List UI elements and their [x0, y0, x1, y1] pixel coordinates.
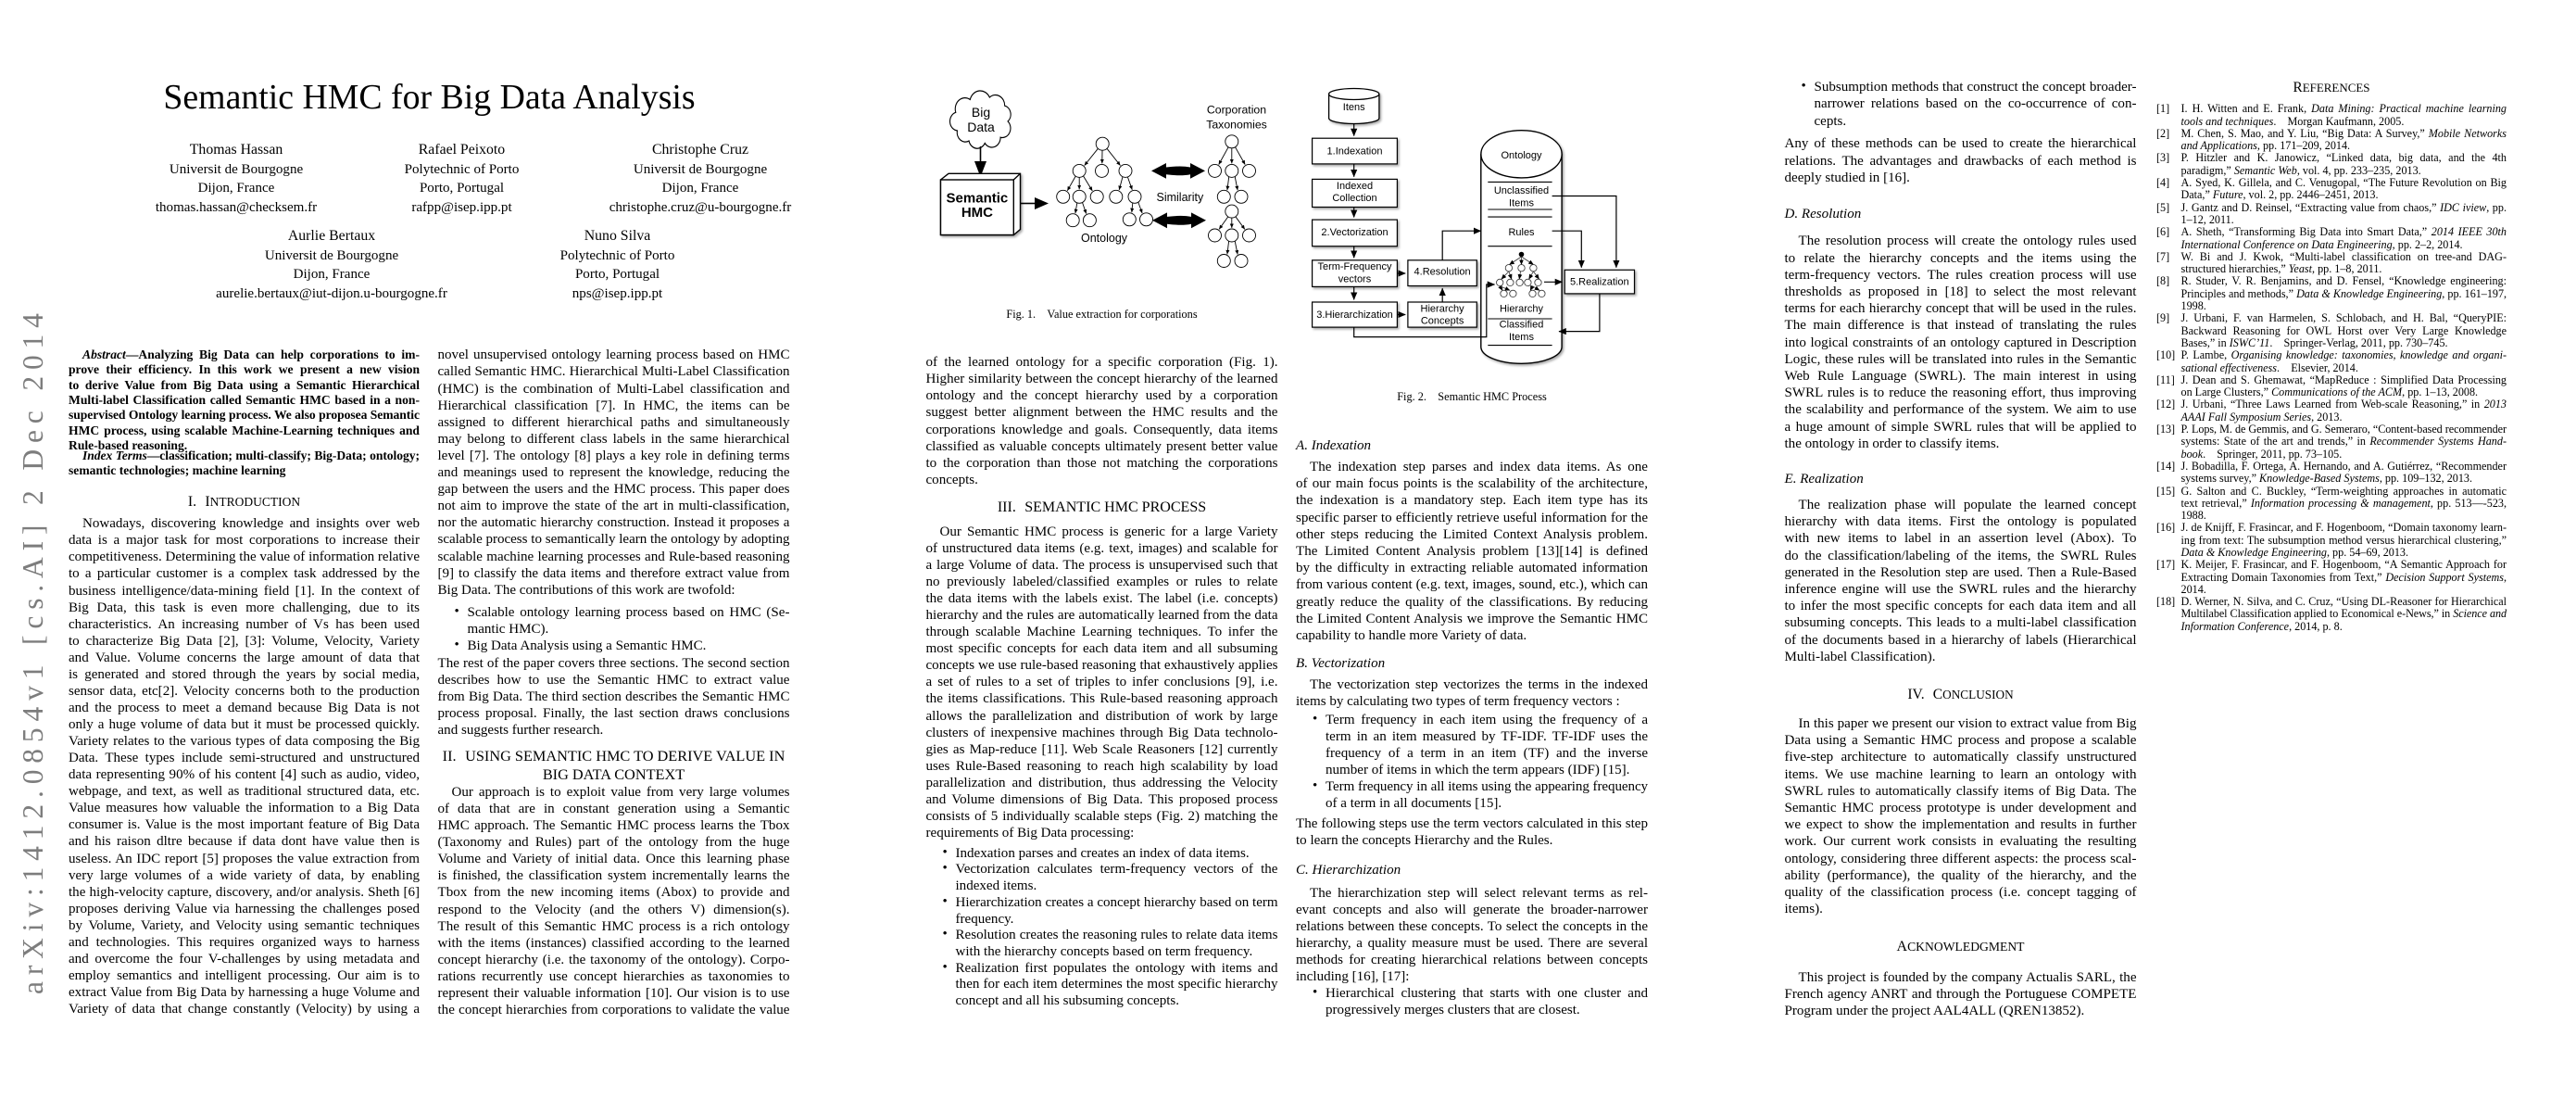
svg-text:Corporation: Corporation: [1207, 104, 1266, 117]
svg-text:Ontology: Ontology: [1501, 150, 1542, 161]
svg-text:Unclassified: Unclassified: [1494, 185, 1549, 196]
svg-text:Items: Items: [1509, 198, 1534, 209]
svg-text:vectors: vectors: [1338, 274, 1372, 285]
svg-text:HMC: HMC: [961, 205, 993, 221]
svg-text:4.Resolution: 4.Resolution: [1414, 266, 1471, 277]
svg-text:Indexed: Indexed: [1337, 181, 1373, 192]
svg-text:Similarity: Similarity: [1157, 191, 1204, 204]
svg-text:Classified: Classified: [1500, 320, 1544, 331]
svg-text:Hierarchy: Hierarchy: [1500, 303, 1544, 314]
svg-text:Data: Data: [967, 120, 995, 134]
svg-text:Ontology: Ontology: [1081, 232, 1128, 245]
svg-text:5.Realization: 5.Realization: [1570, 277, 1629, 288]
svg-text:3.Hierarchization: 3.Hierarchization: [1316, 310, 1393, 321]
svg-text:Itens: Itens: [1343, 102, 1365, 113]
svg-text:Semantic: Semantic: [947, 190, 1009, 206]
svg-text:1.Indexation: 1.Indexation: [1327, 145, 1383, 157]
svg-text:2.Vectorization: 2.Vectorization: [1321, 227, 1388, 238]
svg-text:Concepts: Concepts: [1421, 316, 1464, 327]
svg-text:Term-Frequency: Term-Frequency: [1317, 261, 1392, 272]
svg-text:Collection: Collection: [1332, 193, 1376, 204]
svg-text:Items: Items: [1509, 332, 1534, 343]
svg-text:Big: Big: [972, 105, 990, 120]
svg-text:Hierarchy: Hierarchy: [1421, 303, 1465, 314]
svg-text:Taxonomies: Taxonomies: [1206, 118, 1267, 131]
svg-text:Rules: Rules: [1508, 227, 1535, 238]
